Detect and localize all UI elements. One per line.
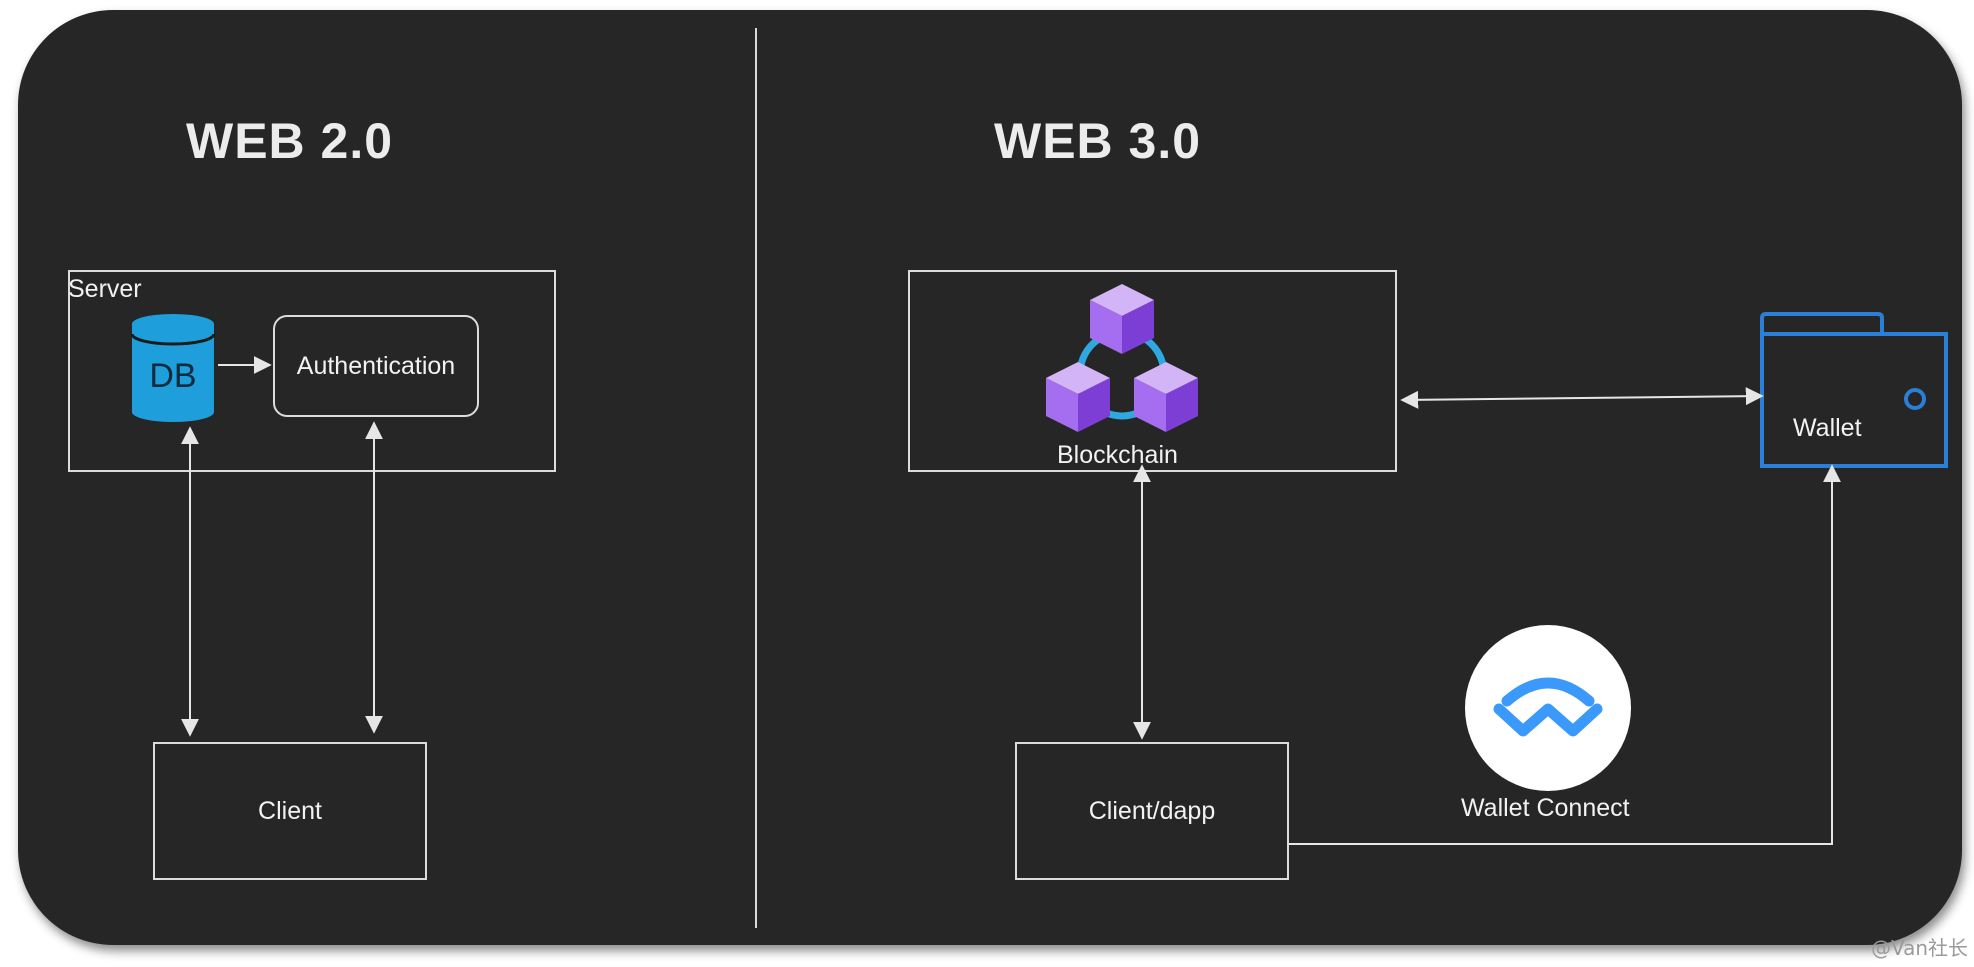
blockchain-icon bbox=[1042, 282, 1202, 442]
walletconnect-icon bbox=[1465, 625, 1631, 791]
server-label: Server bbox=[68, 275, 142, 303]
authentication-label: Authentication bbox=[296, 351, 456, 380]
blockchain-label: Blockchain bbox=[1057, 441, 1178, 469]
client-dapp-label: Client/dapp bbox=[1088, 796, 1216, 825]
wallet-connect-label: Wallet Connect bbox=[1461, 794, 1630, 822]
web3-title: WEB 3.0 bbox=[994, 113, 1202, 169]
wallet-label: Wallet bbox=[1793, 414, 1862, 442]
db-label: DB bbox=[149, 356, 197, 395]
authentication-box bbox=[273, 315, 479, 417]
server-box bbox=[68, 270, 556, 472]
client-label: Client bbox=[258, 796, 322, 825]
blockchain-wallet-arrow bbox=[1400, 387, 1764, 409]
client-box bbox=[153, 742, 427, 880]
database-icon bbox=[130, 312, 216, 424]
web2-title: WEB 2.0 bbox=[186, 113, 394, 169]
blockchain-box bbox=[908, 270, 1397, 472]
watermark: @Van社长 bbox=[1870, 936, 1968, 960]
client-wallet-connector bbox=[1289, 464, 1841, 845]
client-dapp-box bbox=[1015, 742, 1289, 880]
diagram-panel bbox=[18, 10, 1962, 945]
section-divider bbox=[755, 28, 757, 928]
